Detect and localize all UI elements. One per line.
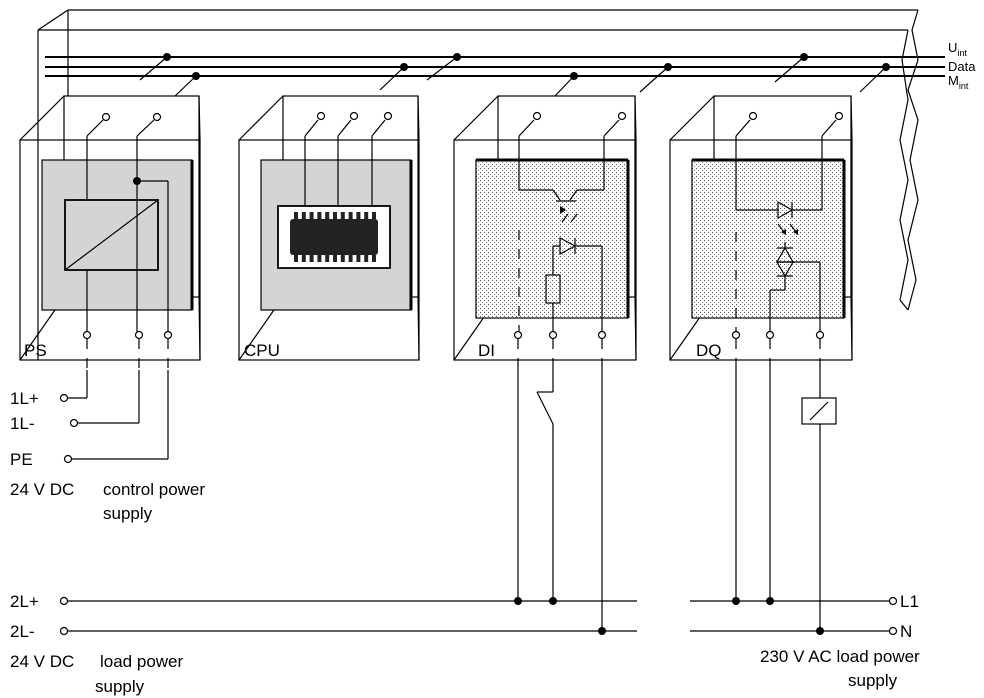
bus-label-u-int: Uint (948, 40, 967, 58)
terminal-1l-minus: 1L- (10, 414, 35, 433)
module-dq-label: DQ (696, 341, 722, 360)
module-cpu-label: CPU (244, 341, 280, 360)
dc-load-supply-desc-2: supply (95, 677, 145, 696)
module-ps-label: PS (24, 341, 47, 360)
dc-load-supply-voltage: 24 V DC (10, 652, 74, 671)
svg-text:Mint: Mint (948, 73, 969, 91)
module-di-label: DI (478, 341, 495, 360)
dc-load-supply-desc-1: load power (100, 652, 184, 671)
control-supply-desc-2: supply (103, 504, 153, 523)
module-dq (669, 95, 853, 365)
terminal-1l-plus: 1L+ (10, 389, 39, 408)
load-supply-lines (59, 596, 898, 636)
svg-text:Uint: Uint (948, 40, 967, 58)
control-supply-wiring (59, 370, 169, 464)
module-di (453, 95, 637, 365)
bus-label-data: Data (948, 59, 976, 74)
control-supply-desc-1: control power (103, 480, 205, 499)
backplane-bus (45, 56, 945, 77)
module-ps (19, 95, 201, 370)
terminal-2l-minus: 2L- (10, 622, 35, 641)
bus-connections (139, 53, 890, 97)
bus-label-m-int: Mint (948, 73, 969, 91)
terminal-2l-plus: 2L+ (10, 592, 39, 611)
module-cpu-terminals (304, 111, 393, 206)
mounting-rail (37, 9, 919, 360)
dq-field-wiring (735, 365, 837, 631)
di-field-wiring (517, 365, 603, 631)
terminal-pe: PE (10, 450, 33, 469)
terminal-n: N (900, 622, 912, 641)
ac-load-supply-desc-1: 230 V AC load power (760, 647, 920, 666)
control-supply-voltage: 24 V DC (10, 480, 74, 499)
terminal-l1: L1 (900, 592, 919, 611)
chip-icon (294, 212, 376, 262)
module-cpu (238, 95, 420, 361)
ac-load-supply-desc-2: supply (848, 671, 898, 690)
